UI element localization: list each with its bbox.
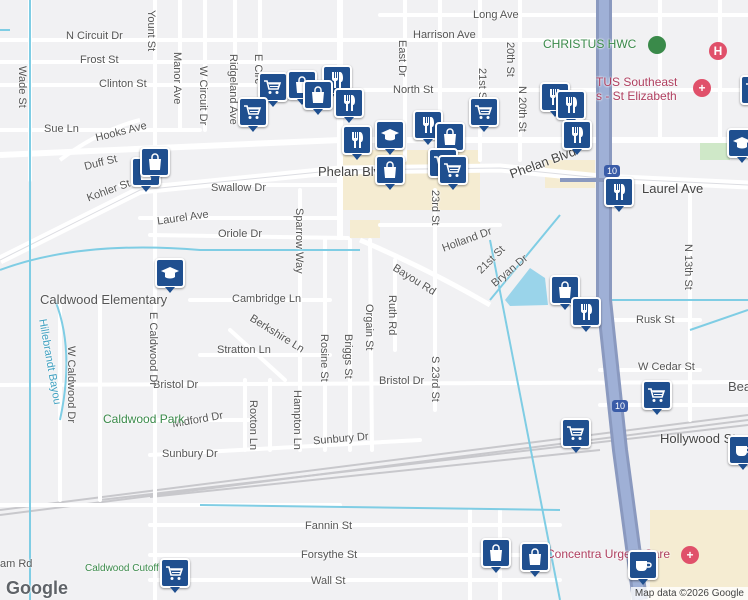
street-label-stratton-ln: Stratton Ln <box>217 344 271 356</box>
restaurant-icon[interactable] <box>342 125 372 160</box>
street-label-briggs-st: Briggs St <box>342 334 354 379</box>
street-label-laurel-ave-east: Laurel Ave <box>642 181 704 196</box>
street-label-w-circuit-dr: W Circuit Dr <box>197 66 209 126</box>
street-label-sparrow-way: Sparrow Way <box>293 208 305 274</box>
street-label-clinton-st: Clinton St <box>99 78 147 90</box>
street-label-fannin-st: Fannin St <box>305 520 353 532</box>
street-label-20th-st: 20th St <box>504 42 516 77</box>
street-label-east-dr: East Dr <box>396 40 408 77</box>
place-label-christus-southeast[interactable]: TUS Southeast <box>596 75 678 89</box>
street-label-bristol-dr: Bristol Dr <box>153 379 199 391</box>
street-label-ruth-rd: Ruth Rd <box>386 295 398 336</box>
shopping-bag-icon[interactable] <box>375 155 405 190</box>
street-label-phelan-blvd: Phelan Blvd <box>318 164 388 179</box>
street-label-n-13th-st: N 13th St <box>682 244 694 290</box>
grocery-cart-icon[interactable] <box>438 155 468 190</box>
street-label-frost-st: Frost St <box>80 54 119 66</box>
google-logo: Google <box>6 578 68 598</box>
street-label-rusk-st: Rusk St <box>636 314 675 326</box>
hospital-icon[interactable]: + <box>693 79 711 97</box>
street-label-long-ave: Long Ave <box>473 9 519 21</box>
street-label-w-cedar-st: W Cedar St <box>638 361 695 373</box>
place-label-caldwood-park[interactable]: Caldwood Park <box>103 412 185 426</box>
street-label-w-caldwood-dr: W Caldwood Dr <box>65 346 77 424</box>
street-label-e-caldwood-dr: E Caldwood Dr <box>147 312 159 386</box>
street-label-wade-st: Wade St <box>16 66 28 108</box>
street-label-n-circuit-dr: N Circuit Dr <box>66 30 123 42</box>
street-label-rosine-st: Rosine St <box>318 334 330 382</box>
place-label-caldwood-cutoff[interactable]: Caldwood Cutoff <box>85 563 159 574</box>
i10-shield: 10 <box>612 400 629 412</box>
street-label-n-20th-st: N 20th St <box>516 86 528 132</box>
grocery-cart-icon[interactable] <box>561 418 591 453</box>
street-label-s-23rd-st: S 23rd St <box>429 356 441 402</box>
street-label-orgain-st: Orgain St <box>363 304 375 351</box>
school-icon[interactable] <box>727 128 748 163</box>
street-label-manor-ave: Manor Ave <box>171 52 183 105</box>
hospital-icon[interactable]: + <box>681 546 699 564</box>
restaurant-icon[interactable] <box>571 297 601 332</box>
street-label-yount-st: Yount St <box>145 10 157 52</box>
park-icon[interactable] <box>648 36 666 54</box>
street-label-north-st: North St <box>393 84 434 96</box>
shopping-bag-icon[interactable] <box>481 538 511 573</box>
i10-shield-north: 10 <box>604 165 621 177</box>
place-label-caldwood-elementary[interactable]: Caldwood Elementary <box>40 292 168 307</box>
street-label-23rd-st: 23rd St <box>429 190 441 226</box>
map-attribution: Map data ©2026 Google <box>630 587 748 600</box>
street-label-sue-ln: Sue Ln <box>44 123 79 135</box>
restaurant-icon[interactable] <box>334 88 364 123</box>
grocery-cart-icon[interactable] <box>238 97 268 132</box>
hospital-icon[interactable]: H <box>709 42 727 60</box>
restaurant-icon[interactable] <box>604 177 634 212</box>
street-label-hollywood-st: Hollywood St <box>660 431 736 446</box>
street-label-am-rd: am Rd <box>0 558 33 570</box>
street-label-beau: Beau <box>728 379 748 394</box>
place-label-christus-hwc[interactable]: CHRISTUS HWC <box>543 37 637 51</box>
restaurant-icon[interactable] <box>562 120 592 155</box>
grocery-cart-icon[interactable] <box>469 97 499 132</box>
street-label-forsythe-st: Forsythe St <box>301 549 358 561</box>
street-label-harrison-ave: Harrison Ave <box>413 29 476 41</box>
grocery-cart-icon[interactable] <box>642 380 672 415</box>
street-label-oriole-dr: Oriole Dr <box>218 228 263 240</box>
street-label-cambridge-ln: Cambridge Ln <box>232 293 302 305</box>
grocery-cart-icon[interactable] <box>160 558 190 593</box>
street-label-roxton-ln: Roxton Ln <box>247 400 259 451</box>
shopping-bag-icon[interactable] <box>303 80 333 115</box>
place-label-st-elizabeth[interactable]: s - St Elizabeth <box>596 89 677 103</box>
restaurant-icon[interactable] <box>556 90 586 125</box>
cafe-icon[interactable] <box>628 550 658 585</box>
street-label-hampton-ln: Hampton Ln <box>291 390 303 450</box>
school-icon[interactable] <box>155 258 185 293</box>
street-label-bristol-dr-east: Bristol Dr <box>379 375 425 387</box>
street-label-wall-st: Wall St <box>311 575 346 587</box>
street-label-sunbury-dr-west: Sunbury Dr <box>162 448 218 460</box>
cafe-icon[interactable] <box>728 435 748 470</box>
shopping-bag-icon[interactable] <box>520 542 550 577</box>
grocery-cart-icon[interactable] <box>740 75 748 105</box>
shopping-bag-icon[interactable] <box>140 147 170 182</box>
street-label-swallow-dr: Swallow Dr <box>211 182 267 194</box>
school-icon[interactable] <box>375 120 405 155</box>
shopping-bag-icon[interactable] <box>550 275 580 310</box>
